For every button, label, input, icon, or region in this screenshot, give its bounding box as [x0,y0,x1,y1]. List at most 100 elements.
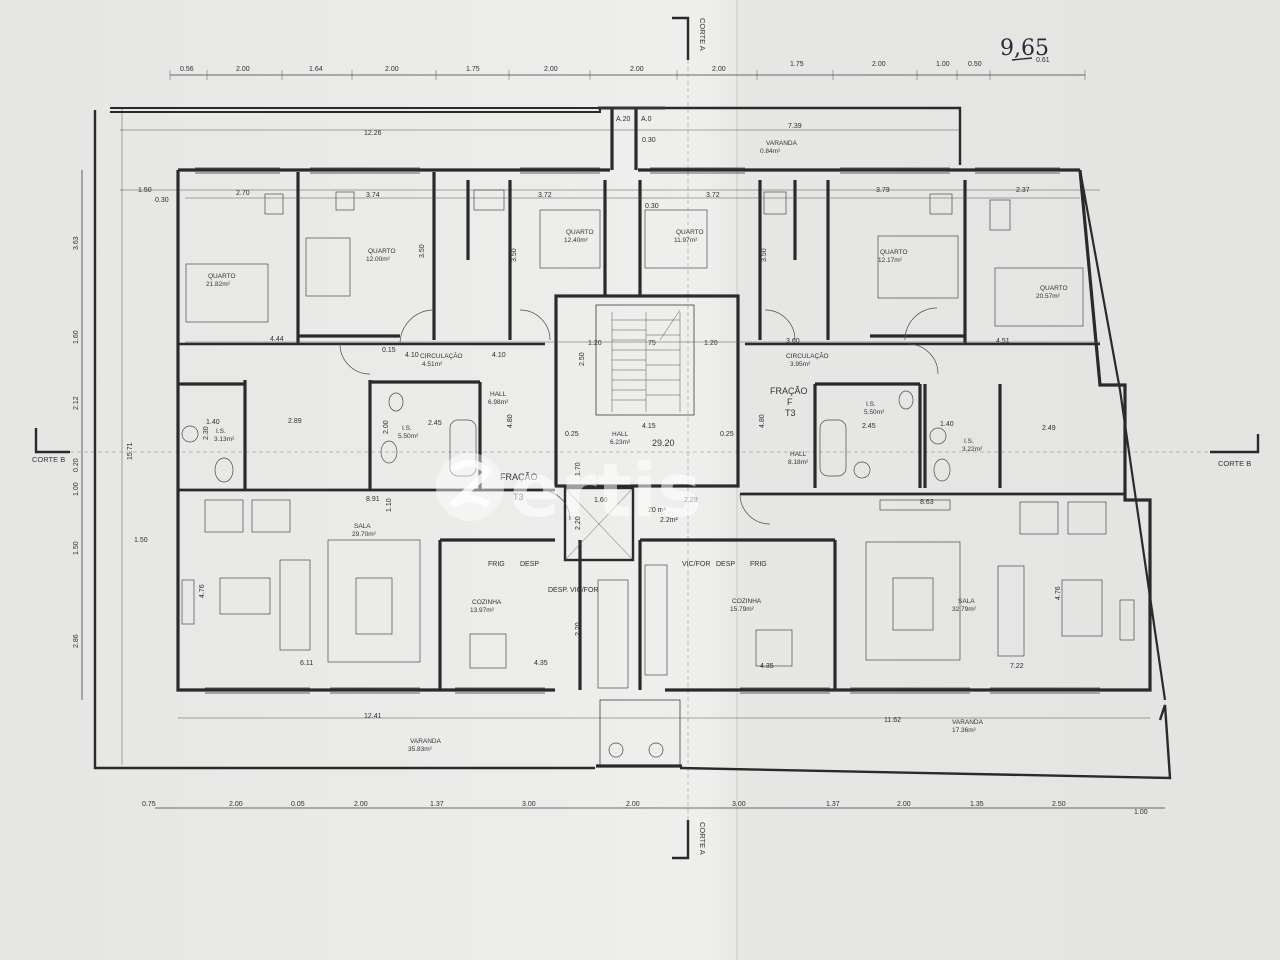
dim: 3.60 [786,338,800,345]
washbasin [853,461,871,479]
bottom-dim-4: 2.00 [354,801,368,808]
bottom-dim-5: 1.37 [430,801,444,808]
armchair [251,499,291,533]
fracao-letter-right: F [787,397,793,407]
fracao-type-right: T3 [785,408,796,418]
room-area: 5.50m² [864,409,885,416]
dim-030-top: 0.30 [642,137,656,144]
outer-outline: 12.26 7.39 A.20 A.0 0.30 0.30 [93,106,1172,780]
dim: 0.30 [155,197,169,204]
sofa [997,565,1025,657]
bottom-dim-12: 2.50 [1052,801,1066,808]
dim: 6.11 [300,660,313,667]
dim: 0.25 [720,431,734,438]
dim: 3.50 [511,248,518,262]
left-dim-4: 1.00 [73,482,80,496]
bottom-dim-3: 0.05 [291,801,305,808]
dim: 4.35 [534,660,548,667]
room-name: CIRCULAÇÃO [420,351,463,360]
left-dim-2: 1.60 [73,330,80,344]
room-name: VARANDA [766,140,798,147]
room-area: 13.97m² [470,607,495,614]
room-name: HALL [790,451,807,458]
room-area: 21.82m² [206,281,231,288]
dim: 1.40 [206,419,220,426]
fracao-label-right: FRAÇÃO [770,386,808,396]
dim: 0.25 [565,431,579,438]
section-cut-a-bottom: CORTE A [672,820,707,860]
overall-height: 15.71 [127,442,134,460]
door-swing [904,307,938,341]
bottom-dim-13: 1.00 [1134,809,1148,816]
dim: 4.10 [492,352,506,359]
room-area: 0.84m² [760,148,781,155]
dim: 4.51 [996,338,1010,345]
room-name: CIRCULAÇÃO [786,351,829,360]
washbasin [929,427,947,445]
corte-b-right-label: CORTE B [1218,459,1251,468]
rug [865,541,961,661]
room-area: 12.40m² [564,237,589,244]
room-name: QUARTO [208,273,236,280]
room-name: QUARTO [1040,285,1068,292]
dim: 3.72 [538,192,552,199]
top-dimension-chain: 0.56 2.00 1.64 2.00 1.75 2.00 2.00 2.00 … [169,57,1086,80]
hall-width: 4.15 [642,423,656,430]
tv-unit [1119,599,1135,641]
room-name: QUARTO [368,248,396,255]
bathtub [819,419,847,477]
fridge-label-left: FRIG [488,561,505,568]
section-cut-b: CORTE B CORTE B [32,428,1260,468]
dim: 2.89 [288,418,302,425]
door-swing [339,343,371,375]
chair [929,193,953,215]
bathtub [449,419,477,477]
dim: 2.70 [236,190,250,197]
top-dim-8: 2.00 [712,66,726,73]
bottom-dim-9: 1.37 [826,801,840,808]
staircase [611,309,681,412]
kitchen-counter [644,564,668,676]
armchair [1019,501,1059,535]
washbasin [388,392,404,412]
door-swing [539,489,571,521]
room-area: 32.79m² [952,606,977,613]
room-name: SALA [958,598,975,605]
room-area: 17.36m² [952,727,977,734]
rug [327,539,421,663]
common-hall-labels: HALL 6.23m² 29.20 4.15 1.20 1.20 75 [588,340,718,448]
armchair [1067,501,1107,535]
door-swing [907,343,939,375]
dim: 3.50 [761,248,768,262]
top-dim-2: 2.00 [236,66,250,73]
bed [185,263,269,323]
left-unit-labels: QUARTO 21.82m² QUARTO 12.00m² QUARTO 12.… [206,229,594,753]
coffee-table [219,577,271,615]
chair [763,191,787,215]
bottom-dim-8: 3.00 [732,801,746,808]
interior-dimensions: 2.70 3.74 3.72 3.72 3.79 2.37 4.44 4.10 … [73,187,1150,724]
dim: 4.80 [507,414,514,428]
chair [264,193,284,215]
dim: 3.74 [366,192,380,199]
bottom-dim-2: 2.00 [229,801,243,808]
toilet [933,458,951,482]
dim: 4.10 [405,352,419,359]
fracao-label-left: FRAÇÃO [500,472,538,482]
room-name: I.S. [964,438,974,445]
room-area: 20.57m² [1036,293,1061,300]
washbasin [648,742,664,758]
watermark-text: ertis [510,448,701,534]
top-dim-9: 1.75 [790,61,804,68]
chair [473,189,505,211]
dim: 3.72 [706,192,720,199]
room-area: 11.97m² [674,237,698,244]
room-name: I.S. [866,401,876,408]
dim: 8.91 [366,496,380,503]
dim: 1.70 [575,462,582,476]
corte-a-bottom-label: CORTE A [698,822,707,855]
bed [877,235,959,299]
dim: 3.79 [876,187,890,194]
